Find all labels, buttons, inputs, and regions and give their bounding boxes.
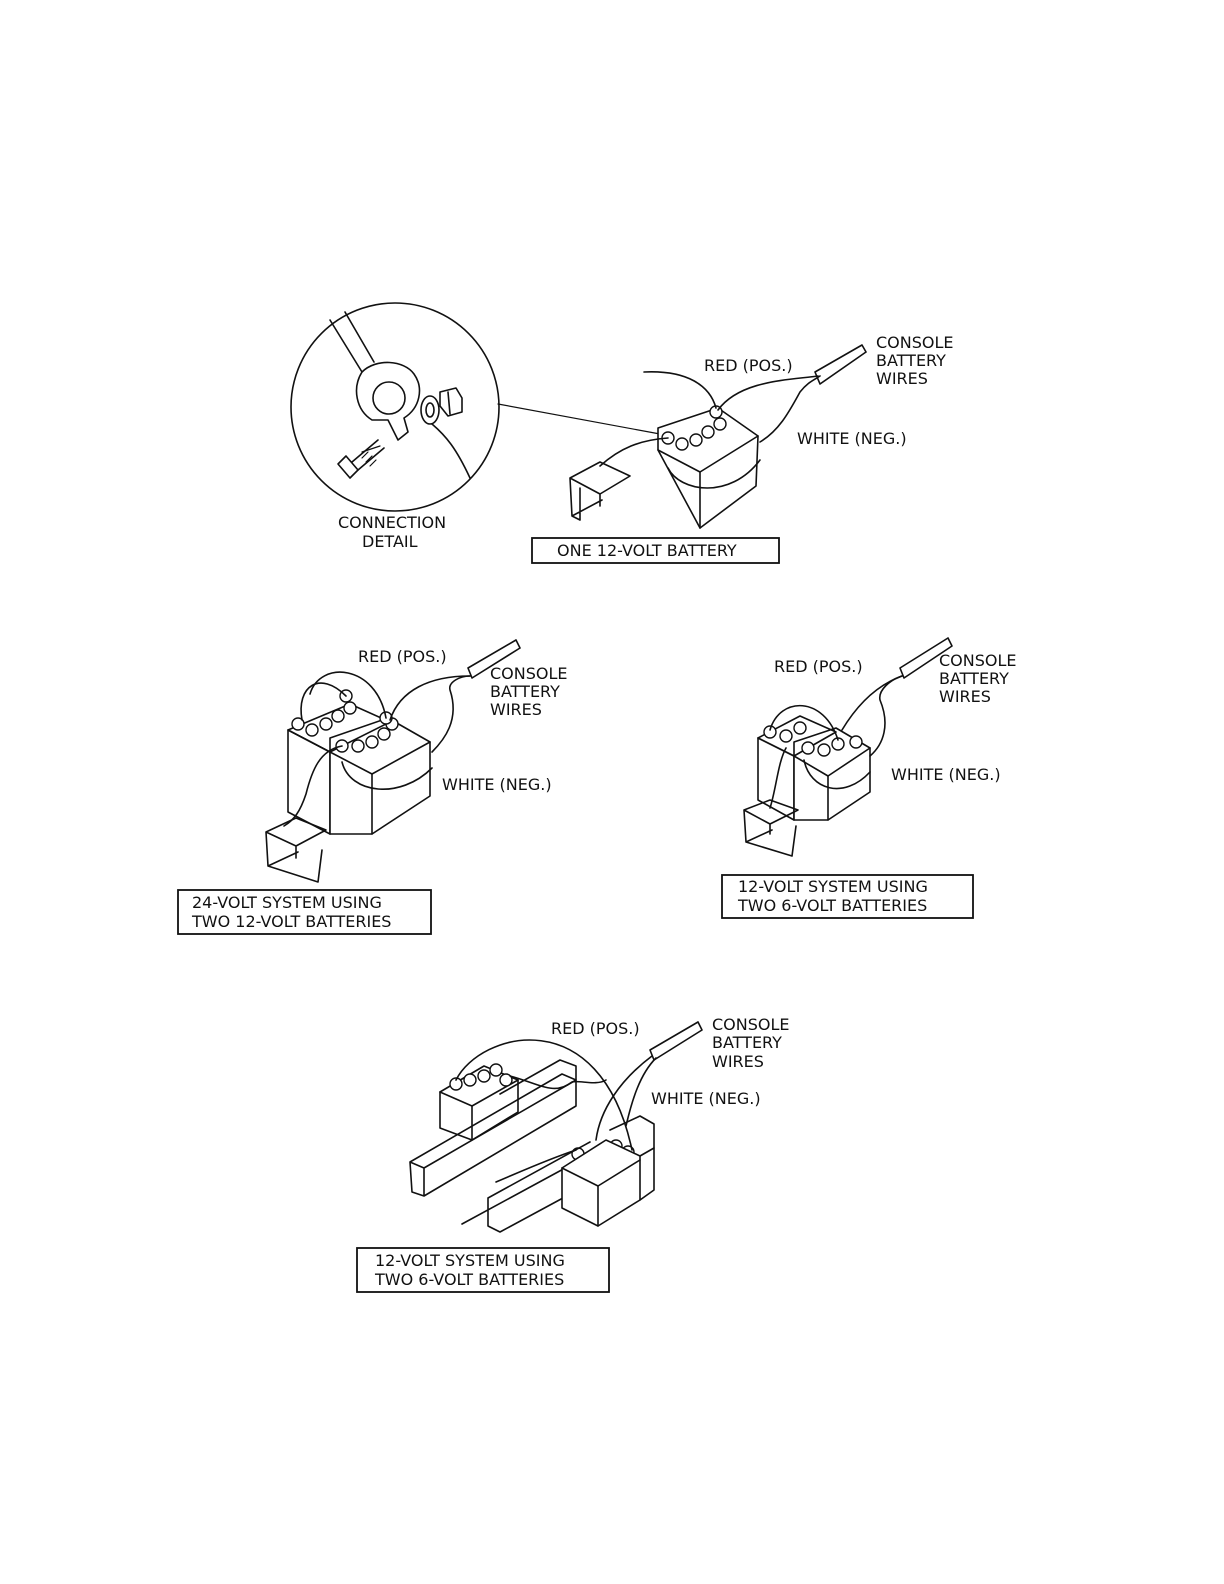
caption-12v-a-line1: 12-VOLT SYSTEM USING bbox=[738, 877, 928, 896]
console-label-2: BATTERY bbox=[712, 1033, 782, 1052]
console-label-1: CONSOLE bbox=[876, 333, 954, 352]
connection-label-2: DETAIL bbox=[362, 532, 418, 551]
frame-bracket bbox=[743, 799, 799, 857]
frame-bracket bbox=[265, 817, 327, 883]
console-cable bbox=[814, 344, 867, 385]
white-neg-label: WHITE (NEG.) bbox=[891, 765, 1001, 784]
console-label-2: BATTERY bbox=[490, 682, 560, 701]
console-label-2: BATTERY bbox=[939, 669, 1009, 688]
battery-posts bbox=[763, 721, 863, 757]
nut bbox=[439, 387, 463, 417]
caption-box-24v bbox=[177, 889, 432, 935]
caption-12v-b-line2: TWO 6-VOLT BATTERIES bbox=[374, 1270, 564, 1289]
red-pos-label: RED (POS.) bbox=[774, 657, 863, 676]
frame-bracket bbox=[569, 461, 631, 521]
caption-24v-line2: TWO 12-VOLT BATTERIES bbox=[191, 912, 391, 931]
caption-box-one-12v bbox=[531, 537, 780, 564]
console-label-3: WIRES bbox=[490, 700, 542, 719]
console-cable bbox=[467, 639, 521, 679]
washer bbox=[420, 395, 440, 425]
red-pos-label: RED (POS.) bbox=[704, 356, 793, 375]
caption-12v-a-line2: TWO 6-VOLT BATTERIES bbox=[737, 896, 927, 915]
console-label-3: WIRES bbox=[712, 1052, 764, 1071]
connection-detail: CONNECTION DETAIL bbox=[290, 302, 672, 551]
detail-circle bbox=[290, 302, 500, 512]
red-pos-label: RED (POS.) bbox=[358, 647, 447, 666]
console-label-3: WIRES bbox=[876, 369, 928, 388]
white-neg-label: WHITE (NEG.) bbox=[797, 429, 907, 448]
connection-label-1: CONNECTION bbox=[338, 513, 446, 532]
single-battery-diagram: RED (POS.) WHITE (NEG.) CONSOLE BATTERY … bbox=[531, 333, 954, 564]
caption-box-12v-b bbox=[356, 1247, 610, 1293]
console-label-1: CONSOLE bbox=[939, 651, 1017, 670]
system-12v-diagram-a: RED (POS.) WHITE (NEG.) CONSOLE BATTERY … bbox=[721, 637, 1017, 919]
caption-24v-line1: 24-VOLT SYSTEM USING bbox=[192, 893, 382, 912]
caption-one-12v: ONE 12-VOLT BATTERY bbox=[557, 541, 737, 560]
console-cable bbox=[899, 637, 953, 679]
system-12v-diagram-b: RED (POS.) WHITE (NEG.) CONSOLE BATTERY … bbox=[356, 1015, 790, 1293]
white-neg-label: WHITE (NEG.) bbox=[651, 1089, 761, 1108]
console-cable bbox=[649, 1021, 703, 1061]
console-label-2: BATTERY bbox=[876, 351, 946, 370]
console-label-1: CONSOLE bbox=[712, 1015, 790, 1034]
console-label-3: WIRES bbox=[939, 687, 991, 706]
terminal-ring bbox=[355, 361, 421, 441]
caption-12v-b-line1: 12-VOLT SYSTEM USING bbox=[375, 1251, 565, 1270]
system-24v-diagram: RED (POS.) WHITE (NEG.) CONSOLE BATTERY … bbox=[177, 639, 568, 935]
caption-box-12v-a bbox=[721, 874, 974, 919]
red-pos-label: RED (POS.) bbox=[551, 1019, 640, 1038]
white-neg-label: WHITE (NEG.) bbox=[442, 775, 552, 794]
console-label-1: CONSOLE bbox=[490, 664, 568, 683]
battery-posts bbox=[661, 405, 727, 451]
